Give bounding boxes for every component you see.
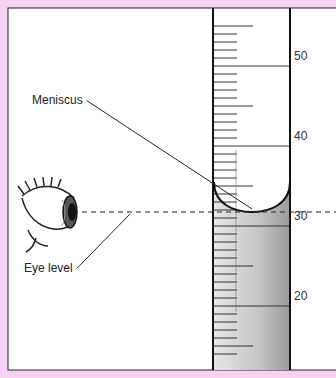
- eye: [18, 177, 77, 252]
- tick: [213, 122, 237, 123]
- tick: [213, 218, 237, 219]
- tick: [213, 90, 237, 91]
- tick: [213, 330, 237, 331]
- tick: [213, 274, 237, 275]
- tick: [213, 154, 237, 155]
- tick: [213, 130, 237, 131]
- tick: [213, 202, 237, 203]
- scale-number: 40: [294, 130, 307, 143]
- tick: [213, 250, 237, 251]
- tick: [213, 34, 237, 35]
- callout-label: Eye level: [24, 262, 73, 275]
- scale-number: 20: [294, 290, 307, 303]
- tick: [213, 346, 253, 347]
- leader-line: [87, 101, 252, 209]
- scale-number: 50: [294, 50, 307, 63]
- cylinder-wall: [212, 8, 214, 370]
- callout-label: Meniscus: [32, 94, 83, 107]
- tick: [213, 138, 237, 139]
- tick: [213, 290, 237, 291]
- meniscus-curve: [214, 182, 290, 212]
- liquid: [214, 182, 290, 370]
- scale-ticks: [213, 26, 289, 354]
- tick: [213, 82, 237, 83]
- tick: [213, 50, 237, 51]
- tick: [213, 338, 237, 339]
- tick: [213, 322, 237, 323]
- tick: [213, 266, 253, 267]
- tick: [213, 74, 237, 75]
- tick: [213, 226, 289, 227]
- tick: [213, 170, 237, 171]
- white-panel: [8, 8, 336, 370]
- tick: [213, 234, 237, 235]
- tick: [213, 258, 237, 259]
- tick: [213, 26, 253, 27]
- leader-line: [77, 214, 130, 269]
- tick: [213, 282, 237, 283]
- tick: [213, 314, 237, 315]
- tick: [213, 98, 237, 99]
- tick: [213, 146, 289, 147]
- tick: [213, 354, 237, 355]
- tick: [213, 114, 237, 115]
- tick: [213, 162, 237, 163]
- tick: [213, 66, 289, 67]
- tick: [213, 298, 237, 299]
- tick: [213, 178, 237, 179]
- scale-number: 30: [294, 210, 307, 223]
- tick: [213, 106, 253, 107]
- scale-line: [236, 150, 237, 312]
- tick: [213, 242, 237, 243]
- tick: [213, 186, 253, 187]
- tick: [213, 306, 289, 307]
- tick: [213, 58, 237, 59]
- tick: [213, 42, 237, 43]
